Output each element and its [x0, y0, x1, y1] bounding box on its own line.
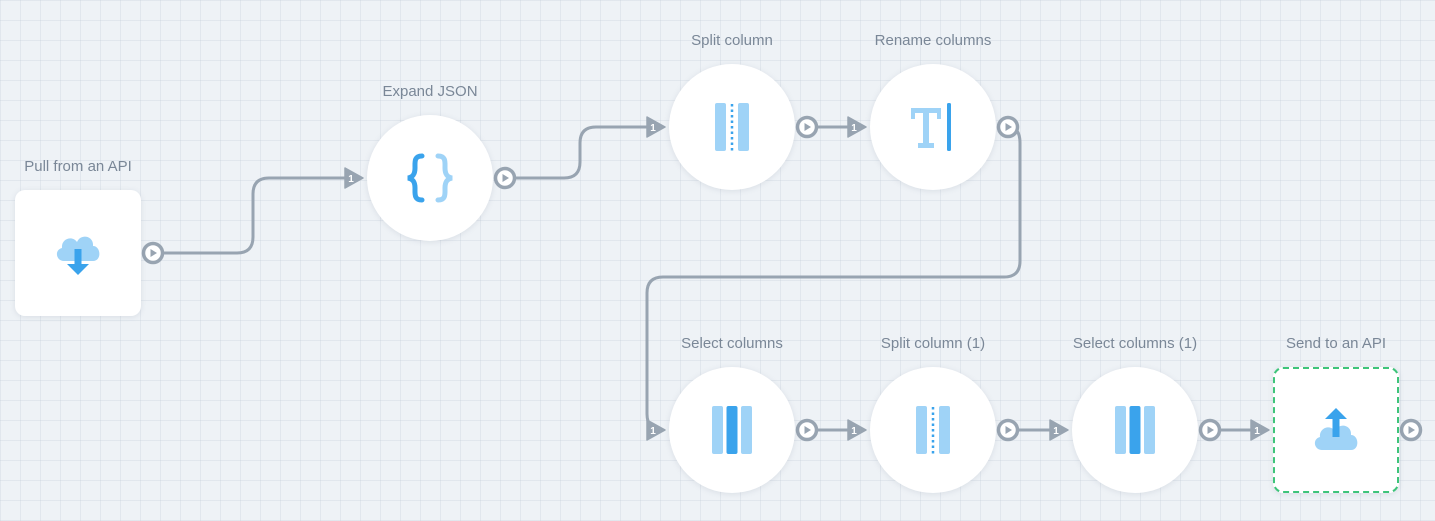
node-label: Send to an API [1285, 335, 1387, 352]
input-port-label: 1 [851, 123, 857, 134]
input-port-split1[interactable]: 1 [646, 116, 666, 138]
input-port-expand[interactable]: 1 [344, 167, 364, 189]
cloud-upload-icon [1314, 408, 1358, 450]
node-label: Split column (1) [880, 335, 986, 352]
node-split1[interactable] [669, 64, 795, 190]
node-select2[interactable] [1072, 367, 1198, 493]
node-rename[interactable] [870, 64, 996, 190]
select-columns-icon [1115, 406, 1155, 454]
output-port-split2[interactable] [996, 418, 1020, 442]
node-label: Expand JSON [382, 83, 478, 100]
connection-expand-split1 [503, 125, 657, 180]
output-port-rename[interactable] [996, 115, 1020, 139]
input-port-label: 1 [650, 123, 656, 134]
input-port-select2[interactable]: 1 [1049, 419, 1069, 441]
input-port-label: 1 [851, 426, 857, 437]
node-expand[interactable] [367, 115, 493, 241]
input-port-label: 1 [650, 426, 656, 437]
cloud-download-icon [56, 236, 100, 275]
split-column-icon [916, 406, 950, 454]
node-label: Rename columns [874, 32, 992, 49]
node-split2[interactable] [870, 367, 996, 493]
output-port-pull[interactable] [141, 241, 165, 265]
node-label: Select columns [681, 335, 783, 352]
node-send[interactable] [1273, 367, 1399, 493]
node-label: Pull from an API [24, 158, 132, 175]
split-column-icon [715, 103, 749, 151]
input-port-split2[interactable]: 1 [847, 419, 867, 441]
select-columns-icon [712, 406, 752, 454]
input-port-send[interactable]: 1 [1250, 419, 1270, 441]
curly-braces-icon [407, 153, 453, 203]
node-select1[interactable] [669, 367, 795, 493]
output-port-send[interactable] [1399, 418, 1423, 442]
output-port-select2[interactable] [1198, 418, 1222, 442]
output-port-split1[interactable] [795, 115, 819, 139]
input-port-select1[interactable]: 1 [646, 419, 666, 441]
output-port-select1[interactable] [795, 418, 819, 442]
text-cursor-icon [911, 103, 951, 151]
node-label: Split column [691, 32, 773, 49]
output-port-expand[interactable] [493, 166, 517, 190]
connection-pull-expand [151, 176, 355, 255]
input-port-label: 1 [1053, 426, 1059, 437]
input-port-rename[interactable]: 1 [847, 116, 867, 138]
node-label: Select columns (1) [1072, 335, 1198, 352]
input-port-label: 1 [1254, 426, 1260, 437]
input-port-label: 1 [348, 174, 354, 185]
node-pull[interactable] [15, 190, 141, 316]
